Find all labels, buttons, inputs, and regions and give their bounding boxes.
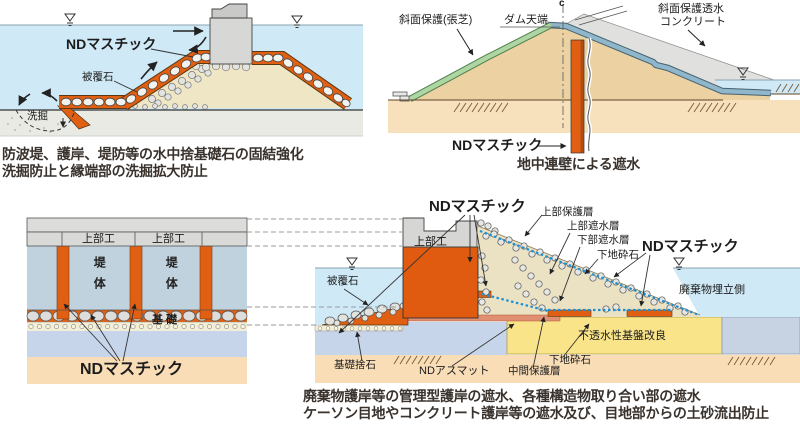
revetment-caption-line1: 廃棄物護岸等の管理型護岸の遮水、各種構造物取り合い部の遮水 bbox=[303, 388, 701, 404]
caisson bbox=[209, 3, 253, 65]
revetment-nd-asmat-label: NDアスマット bbox=[419, 365, 490, 377]
revetment-cover-stone-label: 被覆石 bbox=[327, 275, 359, 287]
landfill-water bbox=[673, 267, 800, 317]
revetment-base-crushed-upper-label: 下地砕石 bbox=[597, 249, 639, 261]
dam-diagram bbox=[388, 4, 800, 154]
toe-drain bbox=[392, 91, 410, 102]
caisson-superstructure-label-1: 上部工 bbox=[82, 233, 115, 245]
dam-centerline-label: c bbox=[559, 0, 565, 9]
bedding-pebbles bbox=[28, 324, 246, 330]
breakwater-diagram bbox=[0, 3, 363, 137]
bedding-band bbox=[27, 322, 247, 331]
dam-crest-label: ダム天端 bbox=[504, 14, 548, 26]
caisson-body-label-2: 堤体 bbox=[164, 256, 179, 298]
caisson-body-label-1: 堤体 bbox=[92, 256, 107, 298]
revetment-upper-protection-label: 上部保護層 bbox=[541, 206, 594, 218]
revetment-diagram bbox=[314, 214, 800, 383]
cover-stone-wedge bbox=[317, 302, 409, 331]
caisson-front-diagram bbox=[26, 217, 248, 384]
scour-outline bbox=[15, 109, 75, 132]
dam-permeable-concrete-label-line1: 斜面保護透水 bbox=[658, 3, 724, 15]
dam-permeable-concrete-label-line2: コンクリート bbox=[660, 16, 726, 28]
breakwater-nd-mastic-label: NDマスチック bbox=[66, 36, 157, 52]
revetment-foundation-rubble-label: 基礎捨石 bbox=[334, 359, 376, 371]
seabed-band bbox=[27, 357, 247, 384]
revetment-upper-seal-label: 上部遮水層 bbox=[567, 220, 620, 232]
water-level-icon bbox=[737, 67, 749, 80]
revetment-lower-seal-label: 下部遮水層 bbox=[577, 234, 630, 246]
breakwater-cover-stone-label: 被覆石 bbox=[82, 71, 114, 83]
breakwater-scour-label: 洗掘 bbox=[27, 110, 48, 122]
seabed bbox=[0, 109, 363, 137]
revetment-superstructure-label: 上部工 bbox=[414, 236, 447, 248]
water-level-icon bbox=[346, 257, 685, 270]
revetment-caption-line2: ケーソン目地やコンクリート護岸等の遮水及び、目地部からの土砂流出防止 bbox=[303, 405, 769, 421]
leader-arrows bbox=[456, 28, 706, 149]
rubble-mound bbox=[121, 61, 347, 110]
revetment-middle-protection-label: 中間保護層 bbox=[508, 365, 561, 377]
caisson-foundation-label: 基 礎 bbox=[152, 314, 178, 326]
revetment-nd-mastic-top-label: NDマスチック bbox=[429, 198, 526, 215]
leader-lines bbox=[113, 48, 194, 93]
underground-wall-mastic bbox=[570, 37, 593, 154]
caisson-nd-mastic-label: NDマスチック bbox=[80, 361, 184, 378]
seabed-band bbox=[315, 355, 800, 383]
slope-stones bbox=[477, 219, 689, 316]
leader-arrows bbox=[63, 303, 137, 362]
dam-slope-sod-label: 斜面保護(張芝) bbox=[399, 14, 473, 26]
flow-arrows bbox=[18, 26, 207, 128]
foundation-ground bbox=[388, 100, 800, 133]
leader-arrows bbox=[338, 214, 651, 369]
landfill-block bbox=[721, 316, 800, 355]
breakwater-caption-line2: 洗掘防止と縁端部の洗掘拡大防止 bbox=[2, 163, 208, 179]
caisson-mastic-filled bbox=[402, 246, 479, 319]
sea-band bbox=[27, 331, 247, 357]
annotation-lines bbox=[500, 5, 628, 28]
sod-protection-layer bbox=[408, 22, 553, 102]
ground-lines bbox=[388, 93, 800, 101]
water-level-icon bbox=[64, 13, 303, 28]
revetment-base-crushed-lower-label: 下地砕石 bbox=[549, 354, 591, 366]
superstructure-bands bbox=[26, 217, 248, 247]
dam-nd-mastic-label: NDマスチック bbox=[452, 137, 543, 153]
breakwater-caption-line1: 防波堤、護岸、堤防等の水中捨基礎石の固結強化 bbox=[2, 146, 304, 162]
mastic-stone-bands bbox=[56, 50, 353, 130]
seabed-hatching bbox=[393, 355, 776, 366]
sea-bottom-band bbox=[315, 322, 507, 355]
revetment-waste-side-label: 廃棄物埋立側 bbox=[679, 284, 745, 296]
revetment-nd-mastic-right-label: NDマスチック bbox=[642, 238, 739, 255]
caisson-superstructure-label-2: 上部工 bbox=[152, 233, 185, 245]
mastic-joints bbox=[56, 245, 213, 320]
revetment-impermeable-base-label: 不透水性基盤改良 bbox=[578, 330, 666, 342]
dam-caption: 地中連壁による遮水 bbox=[517, 156, 640, 172]
permeable-concrete-layer bbox=[547, 21, 772, 97]
superstructure-cap bbox=[402, 217, 478, 248]
ground-hatching bbox=[453, 83, 800, 113]
